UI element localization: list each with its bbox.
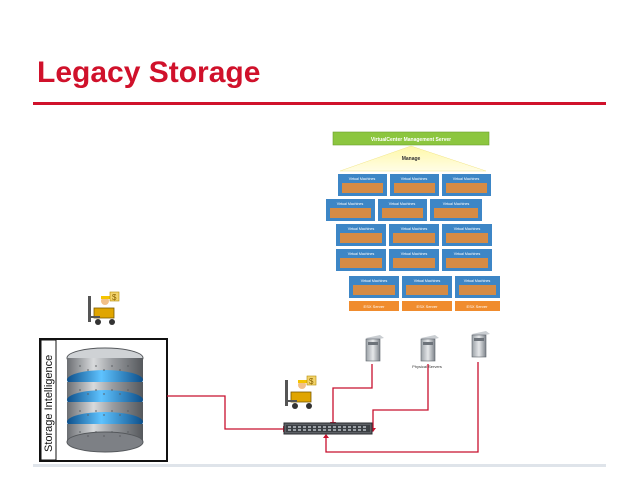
vm-group-label: Virtual Machines [348, 227, 375, 231]
vm-group-label: Virtual Machines [348, 252, 375, 256]
storage-to-switch-line [167, 395, 283, 430]
physical-servers-label: Physical Servers [412, 364, 442, 369]
esx-server-row: ESX Server ESX Server ESX Server [349, 301, 500, 311]
svg-text:$: $ [112, 293, 117, 302]
vm-group-label: Virtual Machines [453, 177, 480, 181]
vm-group-label: Virtual Machines [389, 202, 416, 206]
vm-group-label: Virtual Machines [454, 227, 481, 231]
storage-intelligence-label: Storage Intelligence [43, 355, 55, 452]
esx-server-label: ESX Server [467, 304, 489, 309]
vm-group-label: Virtual Machines [454, 252, 481, 256]
tower-server-icon [420, 335, 439, 362]
vm-group-label: Virtual Machines [414, 279, 441, 283]
server2-to-switch-line [372, 364, 429, 428]
vm-group-label: Virtual Machines [464, 279, 491, 283]
vm-row: Virtual Machines Virtual Machines Virtua… [336, 224, 492, 246]
vm-group-label: Virtual Machines [443, 202, 470, 206]
server1-to-switch-line [332, 364, 373, 422]
title-underline [33, 102, 606, 105]
management-server-bar: VirtualCenter Management Server [332, 131, 490, 146]
footer-divider [33, 464, 606, 467]
vm-group-label: Virtual Machines [401, 177, 428, 181]
vm-row: Virtual Machines Virtual Machines Virtua… [338, 174, 491, 196]
virtual-machine-grid: Virtual Machines Virtual Machines Virtua… [326, 174, 500, 298]
server3-to-switch-line [325, 362, 479, 453]
manage-label: Manage [402, 156, 421, 162]
forklift-worker-icon: $ [285, 375, 317, 409]
slide-title: Legacy Storage [37, 56, 261, 89]
esx-server-label: ESX Server [417, 304, 439, 309]
tower-server-icon [365, 335, 384, 362]
vm-row: Virtual Machines Virtual Machines Virtua… [349, 276, 500, 298]
vm-group-label: Virtual Machines [401, 227, 428, 231]
management-server-label: VirtualCenter Management Server [371, 137, 451, 143]
vm-group-label: Virtual Machines [349, 177, 376, 181]
vm-row: Virtual Machines Virtual Machines Virtua… [336, 249, 492, 271]
esx-server-label: ESX Server [364, 304, 386, 309]
manage-fan: Manage [339, 145, 487, 172]
connector-lines [167, 362, 479, 453]
svg-text:$: $ [309, 377, 314, 386]
vm-group-label: Virtual Machines [361, 279, 388, 283]
network-switch-icon [283, 422, 373, 435]
tower-server-icon [471, 331, 490, 358]
vm-group-label: Virtual Machines [401, 252, 428, 256]
vm-row: Virtual Machines Virtual Machines Virtua… [326, 199, 482, 221]
forklift-worker-icon: $ [88, 291, 120, 325]
storage-database-icon [66, 347, 144, 453]
vm-group-label: Virtual Machines [337, 202, 364, 206]
